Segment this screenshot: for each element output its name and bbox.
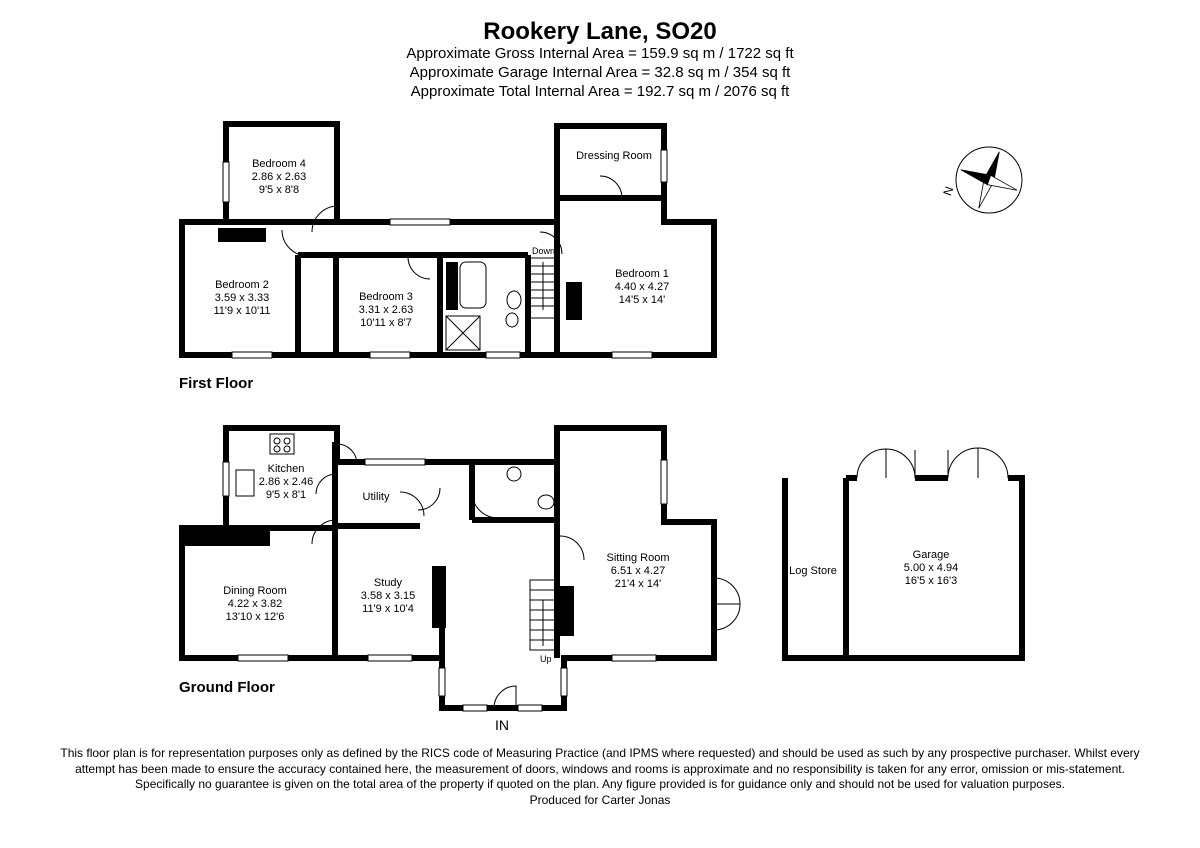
room-logstore: Log Store bbox=[789, 565, 837, 578]
gross-area: Approximate Gross Internal Area = 159.9 … bbox=[406, 45, 794, 62]
room-metric: 3.31 x 2.63 bbox=[358, 304, 414, 316]
room-metric: 4.22 x 3.82 bbox=[227, 598, 283, 610]
room-imperial: 9'5 x 8'8 bbox=[258, 184, 300, 196]
room-name: Kitchen bbox=[267, 463, 305, 475]
room-name: Garage bbox=[912, 549, 950, 561]
room-name: Bedroom 3 bbox=[359, 291, 413, 303]
room-name: Bedroom 4 bbox=[252, 158, 306, 170]
room-imperial: 11'9 x 10'4 bbox=[362, 603, 414, 615]
room-name: Log Store bbox=[789, 565, 837, 577]
ground-floor-label: Ground Floor bbox=[179, 679, 275, 696]
room-name: Sitting Room bbox=[606, 552, 670, 564]
room-bedroom3: Bedroom 3 3.31 x 2.63 10'11 x 8'7 bbox=[359, 291, 413, 330]
room-bedroom1: Bedroom 1 4.40 x 4.27 14'5 x 14' bbox=[615, 268, 669, 307]
garage-outline bbox=[782, 475, 1025, 661]
room-garage: Garage 5.00 x 4.94 16'5 x 16'3 bbox=[904, 549, 958, 588]
stairs-up-label: Up bbox=[540, 654, 552, 664]
room-metric: 3.58 x 3.15 bbox=[360, 590, 416, 602]
plan-title: Rookery Lane, SO20 bbox=[483, 18, 717, 45]
total-area: Approximate Total Internal Area = 192.7 … bbox=[410, 83, 790, 100]
room-name: Bedroom 1 bbox=[615, 268, 669, 280]
room-study: Study 3.58 x 3.15 11'9 x 10'4 bbox=[361, 577, 415, 616]
room-name: Study bbox=[373, 577, 403, 589]
room-sitting: Sitting Room 6.51 x 4.27 21'4 x 14' bbox=[607, 552, 670, 591]
room-imperial: 11'9 x 10'11 bbox=[213, 305, 271, 317]
ground-floor-outline bbox=[179, 425, 717, 711]
room-metric: 3.59 x 3.33 bbox=[214, 292, 270, 304]
produced-for: Produced for Carter Jonas bbox=[529, 792, 671, 807]
room-kitchen: Kitchen 2.86 x 2.46 9'5 x 8'1 bbox=[259, 463, 313, 502]
stairs bbox=[529, 257, 557, 651]
room-name: Utility bbox=[362, 491, 390, 503]
room-imperial: 16'5 x 16'3 bbox=[904, 575, 958, 587]
disclaimer-text: This floor plan is for representation pu… bbox=[60, 746, 1140, 791]
room-bedroom2: Bedroom 2 3.59 x 3.33 11'9 x 10'11 bbox=[213, 279, 270, 318]
room-metric: 6.51 x 4.27 bbox=[610, 565, 666, 577]
door-swings bbox=[281, 175, 1009, 709]
room-metric: 5.00 x 4.94 bbox=[903, 562, 959, 574]
garage-area: Approximate Garage Internal Area = 32.8 … bbox=[409, 64, 791, 81]
compass-rose-icon bbox=[955, 146, 1023, 214]
room-metric: 2.86 x 2.46 bbox=[258, 476, 314, 488]
wall-blocks bbox=[182, 228, 582, 636]
room-metric: 2.86 x 2.63 bbox=[251, 171, 307, 183]
room-metric: 4.40 x 4.27 bbox=[614, 281, 670, 293]
room-utility: Utility bbox=[363, 491, 390, 504]
entrance-label: IN bbox=[495, 717, 509, 733]
room-dining: Dining Room 4.22 x 3.82 13'10 x 12'6 bbox=[223, 585, 287, 624]
room-imperial: 21'4 x 14' bbox=[614, 578, 662, 590]
disclaimer: This floor plan is for representation pu… bbox=[60, 746, 1140, 808]
room-dressing: Dressing Room bbox=[576, 150, 652, 163]
room-name: Dressing Room bbox=[576, 150, 652, 162]
room-imperial: 14'5 x 14' bbox=[618, 294, 666, 306]
windows bbox=[222, 149, 668, 712]
room-name: Dining Room bbox=[223, 585, 287, 597]
room-imperial: 13'10 x 12'6 bbox=[225, 611, 285, 623]
first-floor-label: First Floor bbox=[179, 375, 254, 392]
room-imperial: 10'11 x 8'7 bbox=[360, 317, 412, 329]
room-name: Bedroom 2 bbox=[215, 279, 269, 291]
sanitary bbox=[235, 261, 555, 510]
room-bedroom4: Bedroom 4 2.86 x 2.63 9'5 x 8'8 bbox=[252, 158, 306, 197]
room-imperial: 9'5 x 8'1 bbox=[265, 489, 307, 501]
stairs-down-label: Down bbox=[532, 246, 556, 256]
